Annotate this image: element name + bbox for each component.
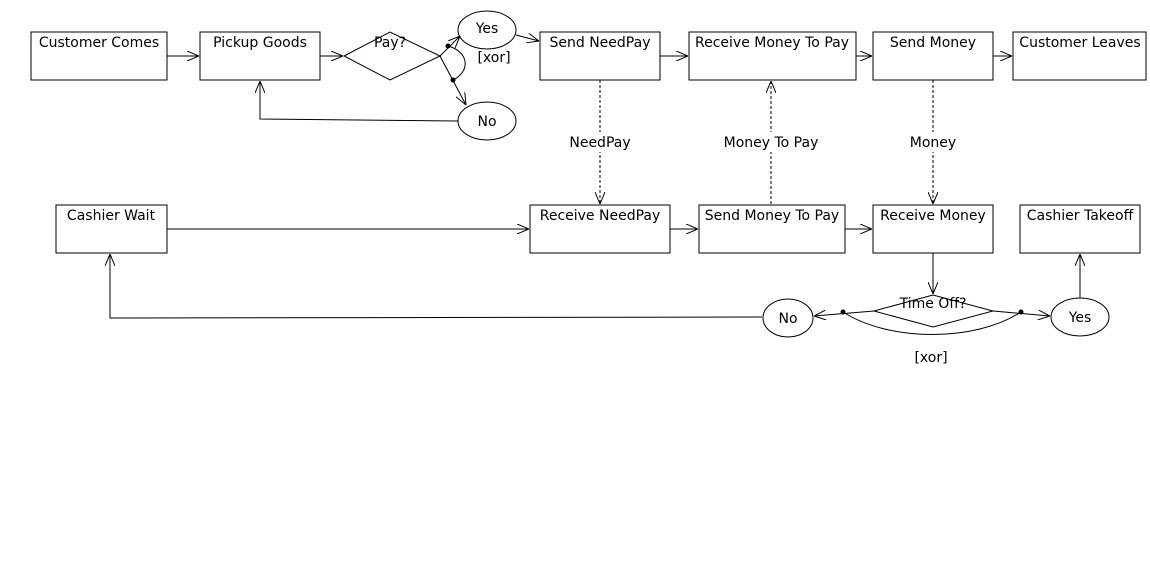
branch-label: Yes — [1068, 310, 1092, 326]
xor-arc — [842, 311, 1022, 335]
activity-label: Receive Money To Pay — [695, 35, 849, 51]
decision-label: Time Off? — [899, 296, 967, 312]
label-background — [562, 132, 638, 152]
label-background — [905, 132, 961, 152]
branch-timeoff-yes[interactable]: Yes — [1050, 297, 1110, 337]
activity-receive-needpay[interactable]: Receive NeedPay — [529, 204, 671, 254]
activity-customer-leaves[interactable]: Customer Leaves — [1012, 31, 1147, 81]
activity-customer-comes[interactable]: Customer Comes — [30, 31, 168, 81]
activity-label: Cashier Takeoff — [1027, 208, 1134, 224]
activity-label: Send Money — [890, 35, 976, 51]
message-label-needpay: NeedPay — [569, 135, 630, 151]
xor-point — [840, 309, 846, 315]
activity-label: Receive Money — [880, 208, 986, 224]
message-label-money-to-pay: Money To Pay — [724, 135, 819, 151]
activity-send-needpay[interactable]: Send NeedPay — [539, 31, 661, 81]
branch-timeoff-no[interactable]: No — [762, 298, 814, 338]
xor-point — [450, 77, 456, 83]
xor-label-pay: [xor] — [477, 50, 510, 66]
branch-pay-yes[interactable]: Yes — [457, 10, 517, 50]
branch-label: Yes — [475, 21, 499, 37]
flow-arrow — [260, 81, 459, 122]
branch-label: No — [477, 114, 496, 130]
activity-label: Customer Comes — [39, 35, 159, 51]
flow-arrow — [110, 254, 763, 319]
decision-pay[interactable]: Pay? — [342, 31, 442, 81]
flow-arrow — [515, 35, 539, 41]
activity-label: Cashier Wait — [67, 208, 156, 224]
branch-label: No — [778, 311, 797, 327]
activity-label: Pickup Goods — [213, 35, 307, 51]
activity-send-money[interactable]: Send Money — [872, 31, 994, 81]
xor-point — [1018, 309, 1024, 315]
activity-pickup-goods[interactable]: Pickup Goods — [199, 31, 321, 81]
label-background — [717, 132, 825, 152]
activity-label: Customer Leaves — [1019, 35, 1140, 51]
decision-label: Pay? — [374, 35, 406, 51]
activity-send-money-to-pay[interactable]: Send Money To Pay — [698, 204, 846, 254]
branch-pay-no[interactable]: No — [457, 101, 517, 141]
activity-receive-money-to-pay[interactable]: Receive Money To Pay — [688, 31, 857, 81]
activity-cashier-takeoff[interactable]: Cashier Takeoff — [1019, 204, 1141, 254]
activity-receive-money[interactable]: Receive Money — [872, 204, 994, 254]
message-label-money: Money — [910, 135, 956, 151]
xor-arc — [447, 45, 466, 81]
activity-label: Send Money To Pay — [705, 208, 839, 224]
activity-cashier-wait[interactable]: Cashier Wait — [55, 204, 168, 254]
xor-label-time-off: [xor] — [914, 350, 947, 366]
decision-time-off[interactable]: Time Off? — [872, 294, 995, 328]
activity-label: Receive NeedPay — [540, 208, 661, 224]
activity-label: Send NeedPay — [550, 35, 651, 51]
xor-point — [445, 43, 451, 49]
